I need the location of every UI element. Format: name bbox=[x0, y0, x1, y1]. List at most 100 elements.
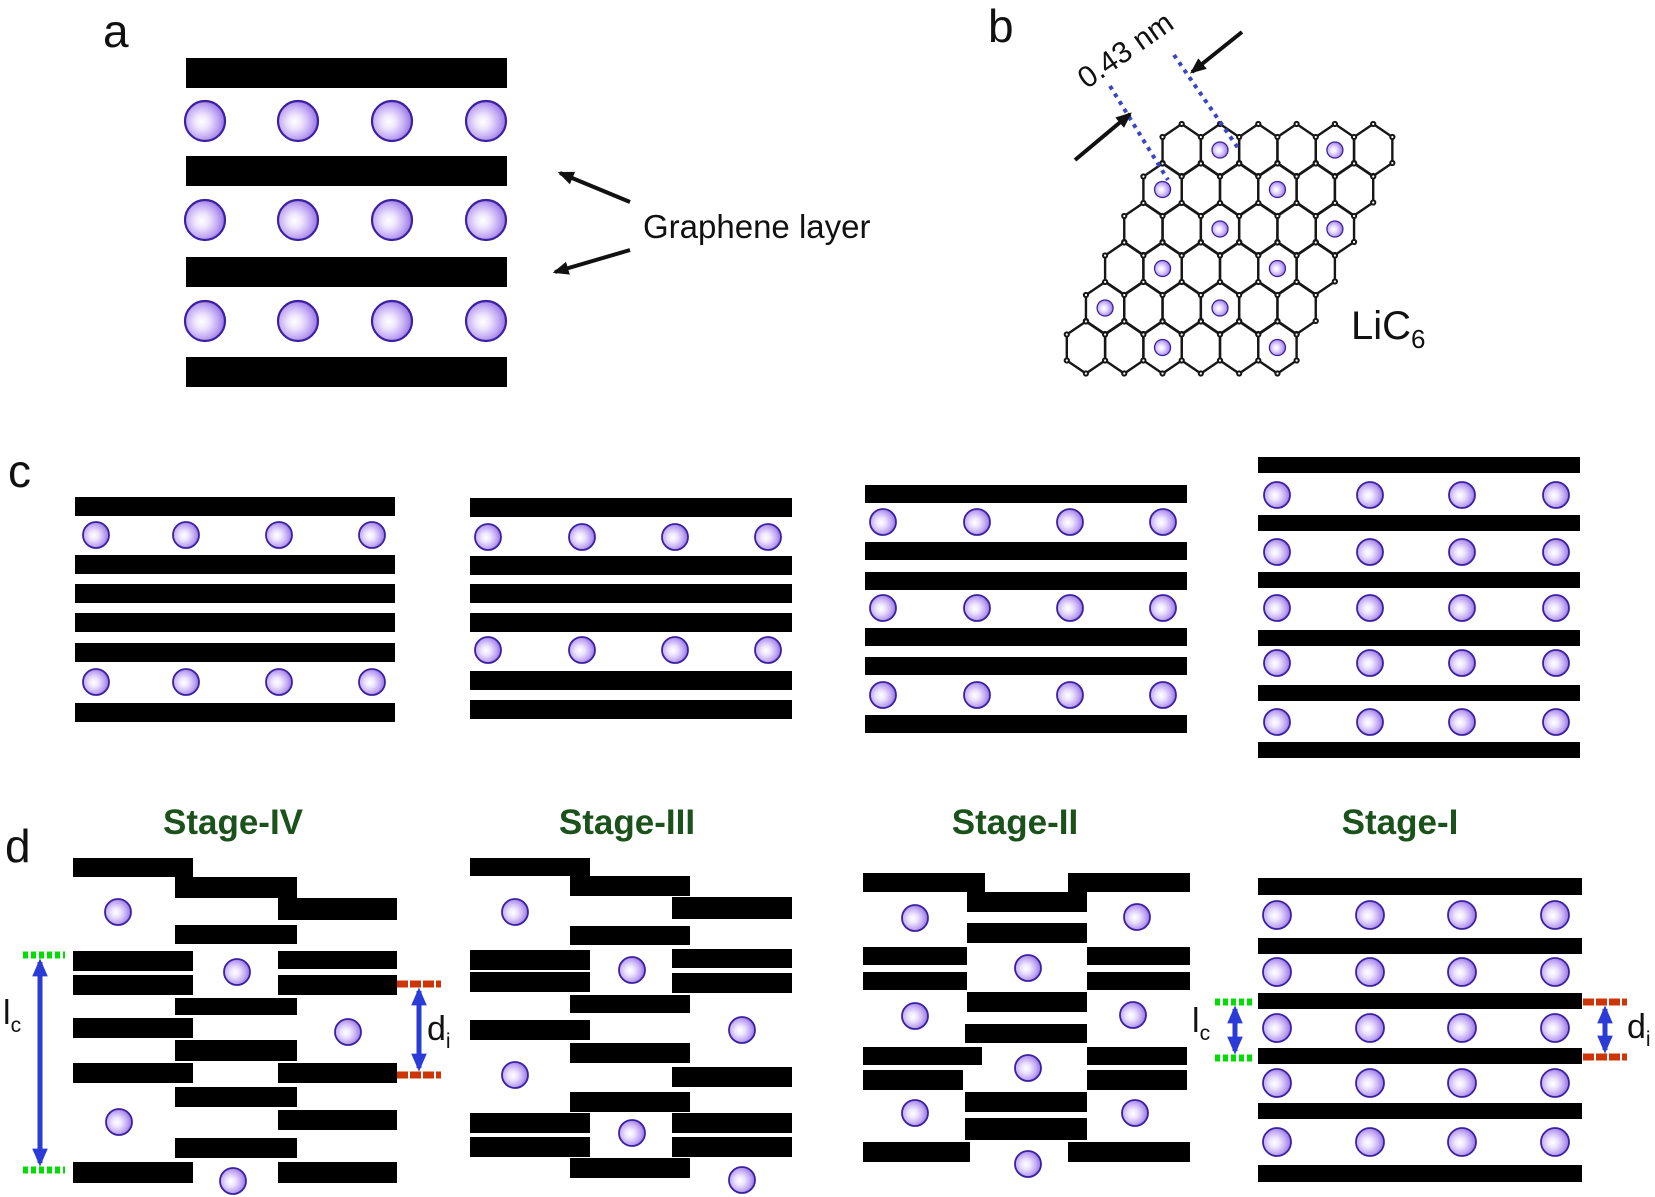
graphene-segment bbox=[863, 1070, 963, 1090]
graphene-segment bbox=[965, 1118, 1087, 1140]
graphene-bar bbox=[75, 584, 395, 603]
lithium-ion bbox=[661, 523, 689, 551]
lithium-ion bbox=[1447, 1068, 1477, 1098]
graphene-bar bbox=[865, 657, 1187, 675]
carbon-atom-center bbox=[1161, 135, 1164, 139]
stage-i-label: Stage-I bbox=[1341, 803, 1459, 842]
graphene-segment bbox=[570, 1043, 690, 1063]
distance-dotted-line bbox=[1108, 84, 1170, 182]
carbon-atom-center bbox=[1333, 175, 1336, 178]
graphene-segment bbox=[470, 1137, 590, 1157]
lithium-ion bbox=[1355, 1127, 1385, 1157]
graphene-segment bbox=[73, 1063, 193, 1083]
lithium-ion bbox=[1263, 594, 1291, 622]
carbon-atom-center bbox=[1352, 214, 1356, 218]
di-main: d bbox=[427, 1010, 446, 1048]
lithium-ion bbox=[1326, 220, 1344, 238]
lithium-ion bbox=[370, 299, 414, 343]
carbon-atom-center bbox=[1314, 293, 1317, 297]
lithium-ion bbox=[464, 99, 508, 143]
lithium-ion bbox=[183, 198, 227, 242]
carbon-atom-center bbox=[1314, 162, 1317, 165]
lithium-ion bbox=[172, 521, 200, 549]
graphene-segment bbox=[672, 949, 792, 968]
carbon-atom-center bbox=[1295, 254, 1298, 257]
graphene-bar bbox=[470, 498, 792, 517]
distance-dotted-line bbox=[1172, 53, 1240, 150]
carbon-atom-center bbox=[1199, 135, 1202, 139]
graphene-bar bbox=[1258, 630, 1580, 646]
lithium-ion bbox=[1262, 957, 1292, 987]
lithium-ion bbox=[1056, 681, 1084, 709]
carbon-atom-center bbox=[1123, 293, 1126, 297]
carbon-atom-center bbox=[1199, 162, 1202, 165]
graphene-segment bbox=[672, 973, 792, 993]
carbon-atom-center bbox=[1314, 241, 1317, 244]
carbon-atom-center bbox=[1238, 214, 1241, 218]
graphene-segment bbox=[278, 1063, 397, 1083]
carbon-atom-center bbox=[1238, 320, 1241, 323]
graphene-segment bbox=[470, 972, 590, 992]
lithium-ion bbox=[276, 198, 320, 242]
lithium-ion bbox=[1262, 1068, 1292, 1098]
lithium-ion bbox=[1447, 957, 1477, 987]
graphene-bar bbox=[470, 584, 792, 603]
carbon-atom-center bbox=[1218, 280, 1222, 284]
graphene-segment bbox=[175, 998, 297, 1015]
carbon-atom-center bbox=[1065, 333, 1068, 336]
carbon-atom-center bbox=[1199, 214, 1202, 218]
carbon-atom-center bbox=[1123, 214, 1126, 218]
graphene-segment bbox=[1258, 1165, 1582, 1182]
graphene-bar bbox=[865, 628, 1187, 646]
graphene-segment bbox=[672, 897, 792, 919]
graphene-segment bbox=[1087, 947, 1190, 965]
carbon-atom-center bbox=[1314, 319, 1317, 323]
lithium-ion bbox=[1096, 299, 1114, 317]
carbon-atom-center bbox=[1257, 122, 1260, 126]
lithium-ion bbox=[276, 99, 320, 143]
stage-iii-label: Stage-III bbox=[558, 803, 696, 842]
carbon-atom-center bbox=[1123, 372, 1126, 375]
lithium-ion bbox=[963, 681, 991, 709]
lithium-ion bbox=[901, 1099, 929, 1127]
lc-label-left: lc bbox=[3, 996, 21, 1036]
carbon-atom-center bbox=[1065, 359, 1068, 362]
pointer-arrow bbox=[552, 248, 631, 275]
di-sub: i bbox=[1645, 1027, 1651, 1051]
graphene-bar bbox=[186, 156, 507, 186]
di-label-right: di bbox=[1627, 1010, 1651, 1050]
carbon-atom-center bbox=[1218, 201, 1222, 205]
carbon-atom-center bbox=[1276, 372, 1279, 375]
lithium-ion bbox=[265, 521, 293, 549]
carbon-atom-center bbox=[1257, 175, 1260, 178]
carbon-atom-center bbox=[1238, 372, 1241, 375]
lithium-ion bbox=[963, 594, 991, 622]
lc-label-right: lc bbox=[1192, 1004, 1210, 1044]
carbon-atom-center bbox=[1218, 254, 1222, 257]
lithium-ion bbox=[1356, 708, 1384, 736]
lithium-ion bbox=[265, 668, 293, 696]
lithium-ion bbox=[1540, 1127, 1570, 1157]
di-label-left: di bbox=[427, 1012, 451, 1052]
carbon-atom-center bbox=[1295, 280, 1298, 284]
lithium-ion bbox=[1268, 259, 1287, 278]
lc-main: l bbox=[3, 994, 11, 1032]
lithium-ion bbox=[1540, 957, 1570, 987]
graphene-segment bbox=[175, 1087, 297, 1107]
graphene-segment bbox=[863, 972, 967, 990]
lithium-ion bbox=[1268, 180, 1287, 199]
graphene-segment bbox=[863, 947, 967, 965]
carbon-atom-center bbox=[1142, 280, 1145, 284]
carbon-atom-center bbox=[1142, 333, 1145, 336]
carbon-atom-center bbox=[1142, 201, 1145, 205]
carbon-atom-center bbox=[1238, 241, 1241, 244]
carbon-atom-center bbox=[1199, 241, 1202, 244]
carbon-atom-center bbox=[1084, 293, 1088, 297]
graphene-segment bbox=[73, 1018, 193, 1038]
carbon-atom-center bbox=[1295, 175, 1298, 178]
carbon-atom-center bbox=[1180, 333, 1183, 336]
lithium-ion bbox=[219, 1167, 247, 1195]
graphene-segment bbox=[1258, 938, 1582, 954]
panel-c-label: c bbox=[8, 445, 31, 497]
